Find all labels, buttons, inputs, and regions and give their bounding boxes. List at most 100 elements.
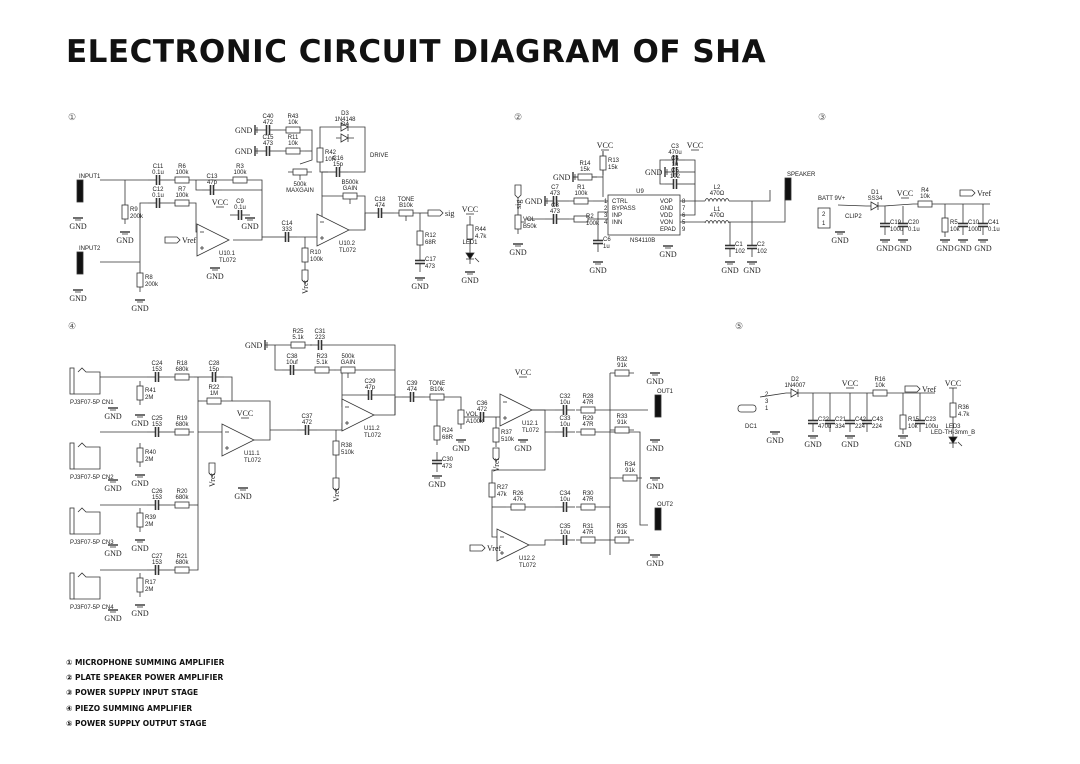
- part-value: 680k: [175, 560, 189, 566]
- part-ref: C18: [374, 197, 386, 203]
- resistor-symbol: [170, 176, 194, 184]
- net-label-gnd: GND: [525, 197, 543, 206]
- piezo-jack-label: PJ3F07-5P CN1: [70, 400, 114, 406]
- part-value: 473: [550, 209, 561, 215]
- net-label-gnd: GND: [452, 444, 470, 453]
- resistor-symbol: [569, 197, 593, 205]
- ground-icon: [664, 167, 668, 177]
- part-ref: R42: [325, 150, 337, 156]
- ground-icon: [898, 239, 908, 243]
- part-ref: B500k: [341, 180, 359, 186]
- part-ref: R3: [236, 164, 244, 170]
- part-value: 470Ω: [710, 213, 725, 219]
- part-value: 10u: [560, 400, 570, 406]
- capacitor-symbol: [958, 215, 968, 235]
- part-value: 472: [263, 120, 274, 126]
- ic-pin-number: 2: [604, 206, 608, 212]
- part-ref: TONE: [429, 381, 446, 387]
- part-value: 5.1k: [316, 360, 328, 366]
- resistor-symbol: [913, 200, 937, 208]
- capacitor-symbol: [845, 412, 855, 432]
- ground-icon: [898, 435, 908, 439]
- part-value: GAIN: [341, 360, 356, 366]
- part-ref: R1: [577, 185, 585, 191]
- part-value: 0.1u: [234, 205, 246, 211]
- net-label-gnd: GND: [104, 614, 122, 623]
- net-label-vcc: VCC: [945, 379, 961, 388]
- wire: [321, 171, 328, 196]
- part-value: 5.1k: [292, 335, 304, 341]
- net-label-gnd: GND: [766, 436, 784, 445]
- net-label-gnd: GND: [104, 484, 122, 493]
- part-value: 473: [442, 464, 453, 470]
- net-label-vref: Vref: [301, 279, 310, 294]
- part-ref: C36: [476, 401, 488, 407]
- resistor-symbol: [170, 566, 194, 574]
- part-value: 10k: [288, 141, 299, 147]
- capacitor-symbol: [258, 125, 278, 135]
- resistor-symbol: [281, 147, 305, 155]
- ground-icon: [958, 239, 968, 243]
- net-label-vcc: VCC: [212, 198, 228, 207]
- part-value: 100u: [925, 424, 938, 430]
- net-label-gnd: GND: [241, 222, 259, 231]
- net-label-vcc: VCC: [597, 141, 613, 150]
- part-ref: 500k: [293, 182, 307, 188]
- wire: [317, 423, 343, 431]
- part-ref: C7: [551, 185, 559, 191]
- ic-pin-number: 8: [682, 199, 686, 205]
- part-ref: TONE: [398, 197, 415, 203]
- part-ref: R15: [908, 417, 920, 423]
- dc-jack-label: DC1: [745, 424, 758, 430]
- part-ref: R7: [178, 187, 186, 193]
- part-ref: R34: [624, 462, 636, 468]
- capacitor-symbol: [472, 412, 492, 422]
- ground-icon: [254, 146, 258, 156]
- resistor-symbol: [228, 176, 252, 184]
- wire: [491, 432, 546, 478]
- part-value: 1u: [603, 244, 610, 250]
- capacitor-symbol: [148, 175, 168, 185]
- wire: [449, 396, 462, 405]
- part-value: TL072: [219, 258, 237, 264]
- part-ref: R25: [292, 329, 304, 335]
- wire: [299, 129, 313, 165]
- part-value: 680k: [175, 495, 189, 501]
- part-value: SS34: [868, 196, 883, 202]
- battery-pin: 1: [822, 221, 826, 227]
- part-ref: LED1: [462, 240, 478, 246]
- part-value: 10R: [325, 157, 337, 163]
- ground-icon: [593, 261, 603, 265]
- section-marker: ②: [514, 112, 522, 122]
- net-label-vref: Vref: [922, 385, 937, 394]
- section-marker: ⑤: [735, 321, 743, 331]
- net-label-gnd: GND: [743, 266, 761, 275]
- part-value: 10k: [920, 194, 931, 200]
- net-label-vref-port: [492, 447, 500, 462]
- resistor-symbol: [286, 341, 310, 349]
- part-value: B10k: [399, 203, 414, 209]
- wire: [532, 409, 555, 433]
- part-value: 474: [407, 387, 418, 393]
- part-value: 47R: [582, 530, 594, 536]
- ground-icon: [120, 231, 130, 235]
- part-value: 1u: [672, 162, 679, 168]
- capacitor-symbol: [148, 198, 168, 208]
- net-label-gnd: GND: [428, 480, 446, 489]
- jack-contact: [74, 507, 101, 535]
- wire: [319, 167, 328, 173]
- part-value: 15k: [580, 167, 591, 173]
- part-ref: C12: [152, 187, 164, 193]
- ground-icon: [572, 172, 576, 182]
- section-marker: ①: [68, 112, 76, 122]
- op-amp-symbol: [341, 398, 375, 432]
- ic-pin-label: BYPASS: [612, 206, 636, 212]
- capacitor-symbol: [825, 412, 835, 432]
- resistor-symbol: [466, 220, 474, 244]
- part-value: 510k: [341, 450, 355, 456]
- part-value: 47k: [513, 497, 524, 503]
- resistor-symbol: [576, 503, 600, 511]
- part-ref: C26: [151, 489, 163, 495]
- section-marker: ④: [68, 321, 76, 331]
- part-value: 0.1u: [988, 227, 1000, 233]
